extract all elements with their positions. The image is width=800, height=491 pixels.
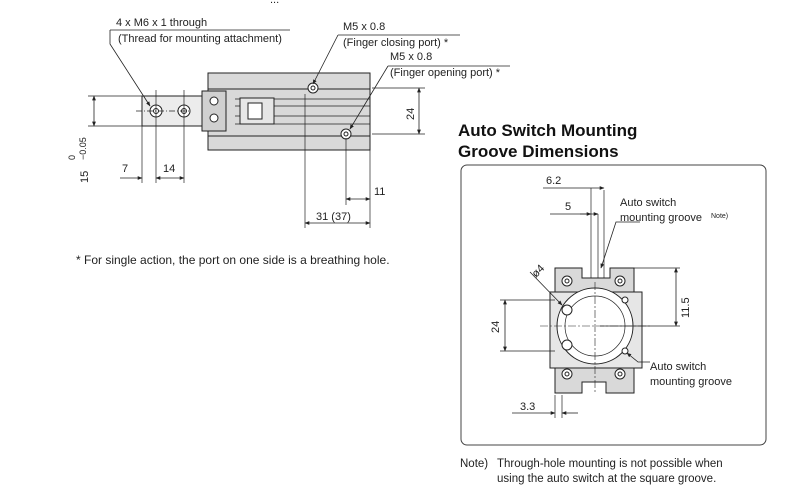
groove-title-line1: Auto Switch Mounting xyxy=(458,121,637,140)
gripper-side-view xyxy=(88,29,510,228)
dim-11: 11 xyxy=(374,186,385,198)
groove-note-label-2: mounting groove xyxy=(620,212,702,224)
groove-note-label-1: Auto switch xyxy=(620,197,676,209)
note-line2: using the auto switch at the square groo… xyxy=(497,473,716,485)
note-line1: Through-hole mounting is not possible wh… xyxy=(497,458,723,470)
top-clipped-text: ... xyxy=(270,0,279,6)
dim-3-3: 3.3 xyxy=(520,401,535,413)
groove-title-line2: Groove Dimensions xyxy=(458,142,619,161)
dim-15-tol-upper: 0 xyxy=(67,155,77,160)
finger-closing-port xyxy=(307,82,319,94)
groove-bottom xyxy=(621,347,629,355)
opening-port-subcallout: (Finger opening port) * xyxy=(390,67,501,79)
finger-opening-port xyxy=(340,128,352,140)
groove-label-2: mounting groove xyxy=(650,376,732,388)
closing-port-subcallout: (Finger closing port) * xyxy=(343,37,449,49)
dim-11-5: 11.5 xyxy=(680,297,692,318)
dim-24-left: 24 xyxy=(405,108,417,120)
dim-31-37: 31 (37) xyxy=(316,211,351,223)
closing-port-callout: M5 x 0.8 xyxy=(343,21,385,33)
groove-note-superscript: Note) xyxy=(711,213,728,220)
mount-thread-subcallout: (Thread for mounting attachment) xyxy=(118,33,282,45)
dim-5: 5 xyxy=(565,201,571,213)
dim-14: 14 xyxy=(163,163,175,175)
dim-15-tol-lower: −0.05 xyxy=(78,137,88,160)
single-action-footnote: * For single action, the port on one sid… xyxy=(76,253,390,267)
dim-6-2: 6.2 xyxy=(546,175,561,187)
groove-top xyxy=(621,296,629,304)
gripper-end-view xyxy=(500,186,680,418)
dim-24-right: 24 xyxy=(490,321,502,333)
note-prefix: Note) xyxy=(460,458,488,470)
phi4-hole xyxy=(561,304,573,316)
opening-port-callout: M5 x 0.8 xyxy=(390,51,432,63)
dim-7: 7 xyxy=(122,163,128,175)
groove-label-1: Auto switch xyxy=(650,361,706,373)
dim-15: 15 xyxy=(79,171,91,183)
mount-thread-callout: 4 x M6 x 1 through xyxy=(116,17,207,29)
